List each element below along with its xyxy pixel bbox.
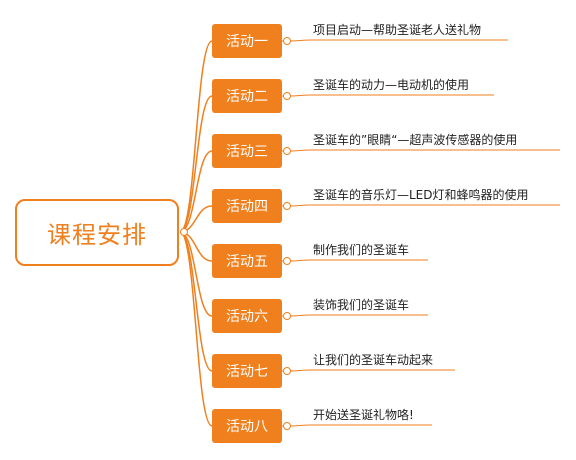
activity-4-collapse-icon[interactable]: [283, 202, 291, 210]
activity-detail-text[interactable]: 项目启动—帮助圣诞老人送礼物: [313, 23, 482, 37]
activity-node-4[interactable]: 活动四: [212, 189, 282, 223]
activity-detail-text[interactable]: 圣诞车的”眼睛“—超声波传感器的使用: [313, 133, 518, 147]
activity-label: 活动八: [226, 419, 268, 435]
activity-label: 活动三: [226, 144, 268, 160]
connector-activity-1-detail: [282, 39, 508, 42]
activity-label: 活动一: [226, 34, 268, 50]
activity-6-collapse-icon[interactable]: [283, 312, 291, 320]
connector-activity-8-detail: [282, 424, 432, 427]
connector-activity-3-detail: [282, 149, 560, 152]
root-topic-label: 课程安排: [47, 221, 147, 249]
activity-detail-text[interactable]: 制作我们的圣诞车: [313, 243, 410, 257]
root-collapse-icon[interactable]: [180, 228, 188, 236]
activity-detail-text[interactable]: 开始送圣诞礼物咯!: [313, 408, 414, 422]
activity-5-collapse-icon[interactable]: [283, 257, 291, 265]
activity-detail-text[interactable]: 装饰我们的圣诞车: [313, 298, 410, 312]
activity-node-2[interactable]: 活动二: [212, 79, 282, 113]
connector-activity-7-detail: [282, 369, 455, 372]
activity-1-collapse-icon[interactable]: [283, 37, 291, 45]
activity-detail-text[interactable]: 圣诞车的音乐灯—LED灯和蜂鸣器的使用: [313, 188, 529, 202]
activity-label: 活动六: [226, 309, 268, 325]
connector-root-activity-7: [179, 231, 213, 372]
connector-activity-6-detail: [282, 314, 428, 317]
connector-root-activity-8: [179, 231, 213, 427]
activity-node-7[interactable]: 活动七: [212, 354, 282, 388]
activity-label: 活动二: [226, 89, 268, 105]
activity-detail-text[interactable]: 让我们的圣诞车动起来: [313, 353, 434, 367]
activity-7-collapse-icon[interactable]: [283, 367, 291, 375]
activity-node-6[interactable]: 活动六: [212, 299, 282, 333]
activity-node-1[interactable]: 活动一: [212, 24, 282, 58]
activity-label: 活动四: [226, 199, 268, 215]
root-topic-node[interactable]: 课程安排: [15, 199, 179, 266]
activity-8-collapse-icon[interactable]: [283, 422, 291, 430]
activity-label: 活动七: [226, 364, 268, 380]
connector-activity-2-detail: [282, 94, 494, 97]
activity-label: 活动五: [226, 254, 268, 270]
connector-activity-4-detail: [282, 204, 560, 207]
activity-node-5[interactable]: 活动五: [212, 244, 282, 278]
activity-detail-text[interactable]: 圣诞车的动力—电动机的使用: [313, 78, 470, 92]
connector-activity-5-detail: [282, 259, 428, 262]
activity-node-8[interactable]: 活动八: [212, 409, 282, 443]
activity-3-collapse-icon[interactable]: [283, 147, 291, 155]
connector-root-activity-2: [179, 95, 213, 233]
activity-node-3[interactable]: 活动三: [212, 134, 282, 168]
activity-2-collapse-icon[interactable]: [283, 92, 291, 100]
connector-root-activity-1: [179, 40, 213, 233]
